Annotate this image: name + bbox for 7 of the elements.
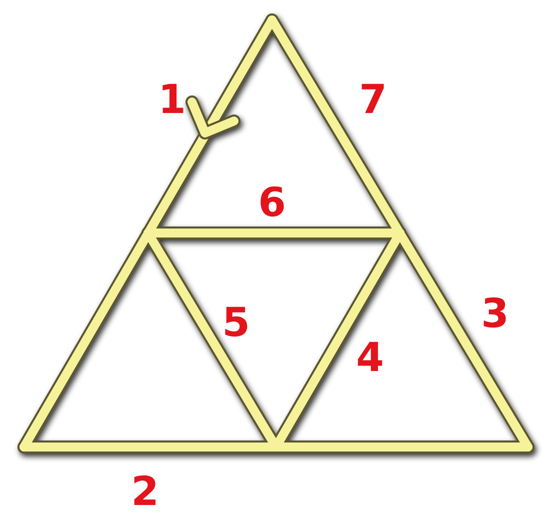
segment-number: 6	[258, 183, 286, 223]
segment-number: 3	[481, 294, 509, 334]
segment-number: 2	[131, 472, 159, 512]
segment-number: 1	[158, 80, 186, 120]
segment-number: 7	[359, 80, 387, 120]
segment-number: 4	[356, 338, 384, 378]
segment-number: 5	[222, 303, 250, 343]
